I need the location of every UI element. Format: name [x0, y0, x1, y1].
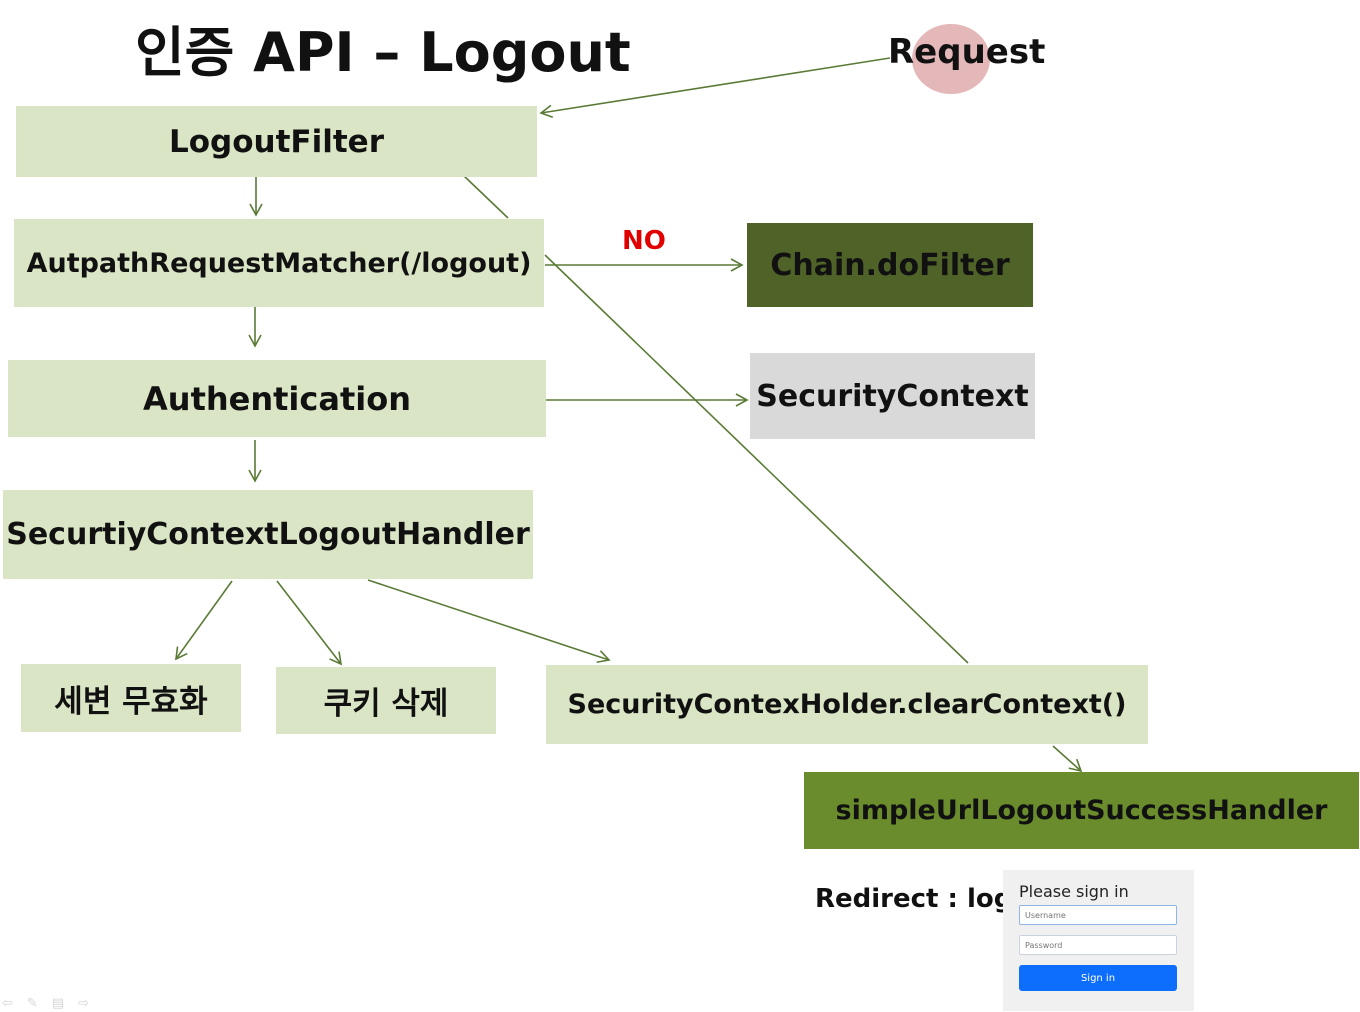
arrow-handler-to-cookie	[276, 580, 343, 666]
chain-dofilter-box: Chain.doFilter	[747, 223, 1033, 307]
redirect-label: Redirect : login	[815, 884, 1040, 914]
cookie-delete-box: 쿠키 삭제	[276, 667, 496, 734]
username-field[interactable]	[1019, 905, 1177, 925]
chain-dofilter-label: Chain.doFilter	[770, 247, 1010, 283]
previous-arrow-icon[interactable]: ⇦	[2, 996, 13, 1011]
arrow-request-to-logoutfilter	[539, 57, 891, 118]
security-context-label: SecurityContext	[756, 378, 1029, 414]
slide-nav-controls: ⇦ ✎ ▤ ⇨	[2, 996, 89, 1011]
path-request-matcher-label: AutpathRequestMatcher(/logout)	[26, 247, 532, 279]
menu-icon[interactable]: ▤	[51, 996, 65, 1011]
logout-filter-box: LogoutFilter	[16, 106, 537, 177]
page-title: 인증 API – Logout	[135, 21, 631, 84]
line-logoutfilter-diagonal	[462, 174, 509, 219]
authentication-box: Authentication	[8, 360, 546, 437]
line-matcher-diagonal	[544, 254, 969, 664]
no-edge-label: NO	[622, 226, 666, 256]
security-context-box: SecurityContext	[750, 353, 1035, 439]
login-heading: Please sign in	[1019, 882, 1129, 901]
request-label: Request	[888, 32, 1046, 72]
sign-in-button[interactable]: Sign in	[1019, 965, 1177, 991]
logout-handler-box: SecurtiyContextLogoutHandler	[3, 490, 533, 579]
arrow-handler-to-clearcontext	[367, 579, 611, 664]
path-request-matcher-box: AutpathRequestMatcher(/logout)	[14, 219, 544, 307]
cookie-delete-label: 쿠키 삭제	[323, 686, 449, 722]
authentication-label: Authentication	[143, 379, 411, 418]
arrow-clearcontext-to-successhandler	[1052, 745, 1083, 773]
logout-filter-label: LogoutFilter	[169, 123, 384, 160]
session-invalidate-box: 세변 무효화	[21, 664, 241, 732]
success-handler-box: simpleUrlLogoutSuccessHandler	[804, 772, 1359, 849]
password-field[interactable]	[1019, 935, 1177, 955]
clear-context-label: SecurityContexHolder.clearContext()	[567, 689, 1127, 720]
pen-icon[interactable]: ✎	[26, 996, 38, 1011]
arrow-handler-to-session	[175, 580, 233, 661]
login-form-preview: Please sign in Sign in	[1003, 870, 1194, 1011]
session-invalidate-label: 세변 무효화	[54, 683, 208, 720]
success-handler-label: simpleUrlLogoutSuccessHandler	[835, 795, 1328, 826]
clear-context-box: SecurityContexHolder.clearContext()	[546, 665, 1148, 744]
request-marker	[912, 24, 990, 94]
logout-handler-label: SecurtiyContextLogoutHandler	[6, 517, 530, 552]
next-arrow-icon[interactable]: ⇨	[78, 996, 90, 1011]
